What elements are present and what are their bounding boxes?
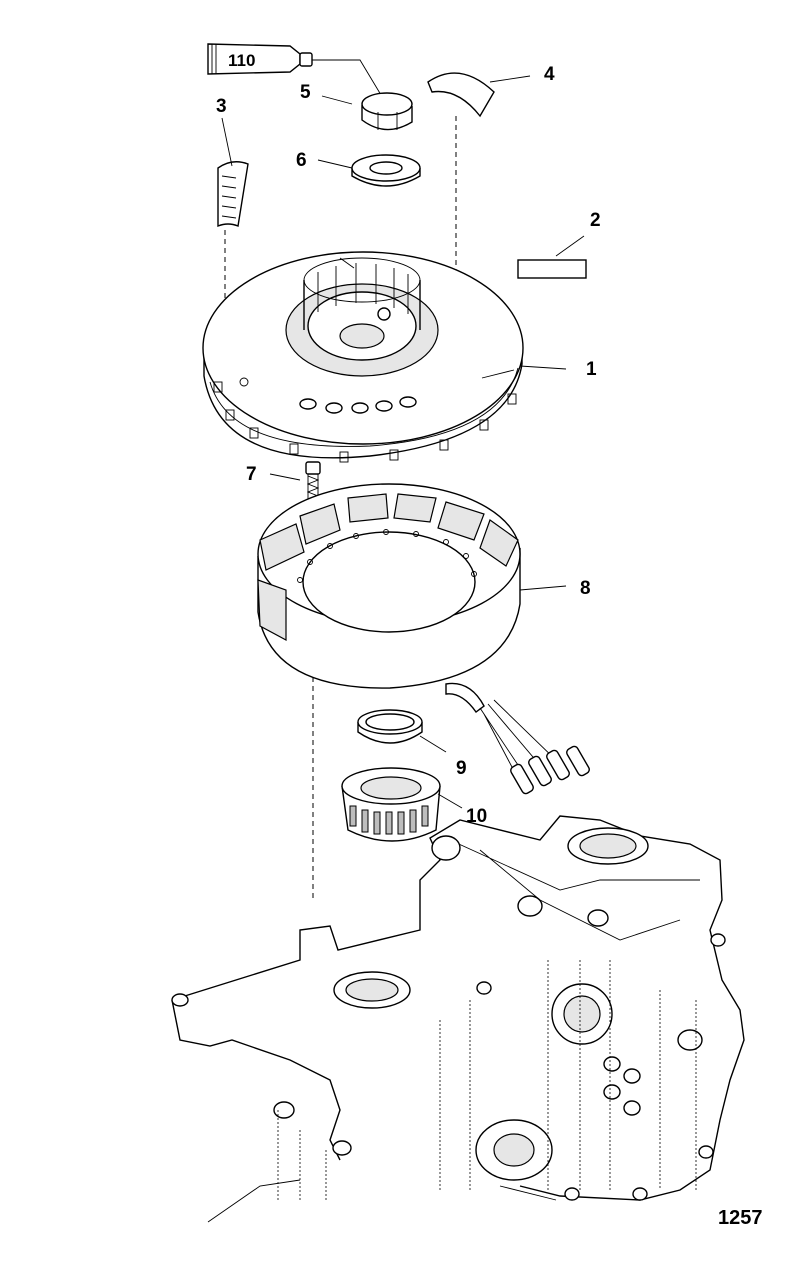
callout-8: 8 — [580, 578, 591, 599]
callout-7: 7 — [246, 464, 257, 485]
stator-ring — [357, 709, 423, 744]
flywheel-nut — [361, 92, 413, 131]
callout-9: 9 — [456, 758, 467, 779]
callout-8-leader — [519, 585, 567, 591]
decal-label-plate — [517, 259, 587, 279]
callout-4-leader — [489, 75, 531, 83]
callout-6-leader — [317, 159, 353, 169]
callout-10-leader — [437, 793, 463, 809]
callout-3: 3 — [216, 96, 227, 117]
stator-harness — [445, 682, 590, 795]
tube-leader-line — [312, 59, 385, 101]
starter-gear — [341, 767, 441, 842]
callout-1: 1 — [586, 359, 597, 380]
callout-5: 5 — [300, 82, 311, 103]
sealant-tube: 110 — [207, 43, 313, 75]
engine-powerhead — [171, 815, 745, 1223]
callout-6: 6 — [296, 150, 307, 171]
callout-5-leader — [321, 95, 353, 105]
callout-2: 2 — [590, 210, 601, 231]
sealant-tube-label: 110 — [228, 51, 255, 70]
stator — [257, 483, 521, 689]
callout-1-leader — [519, 365, 567, 370]
callout-10: 10 — [466, 806, 487, 827]
flywheel — [202, 251, 524, 463]
callout-7-leader — [269, 473, 301, 481]
callout-9-leader — [419, 735, 447, 753]
figure-number: 1257 — [718, 1207, 763, 1229]
timing-decal — [217, 161, 249, 228]
callout-2-leader — [555, 235, 585, 257]
callout-3-leader — [221, 117, 233, 167]
flywheel-washer — [351, 154, 421, 187]
callout-4: 4 — [544, 64, 555, 85]
flywheel-key — [427, 72, 495, 118]
